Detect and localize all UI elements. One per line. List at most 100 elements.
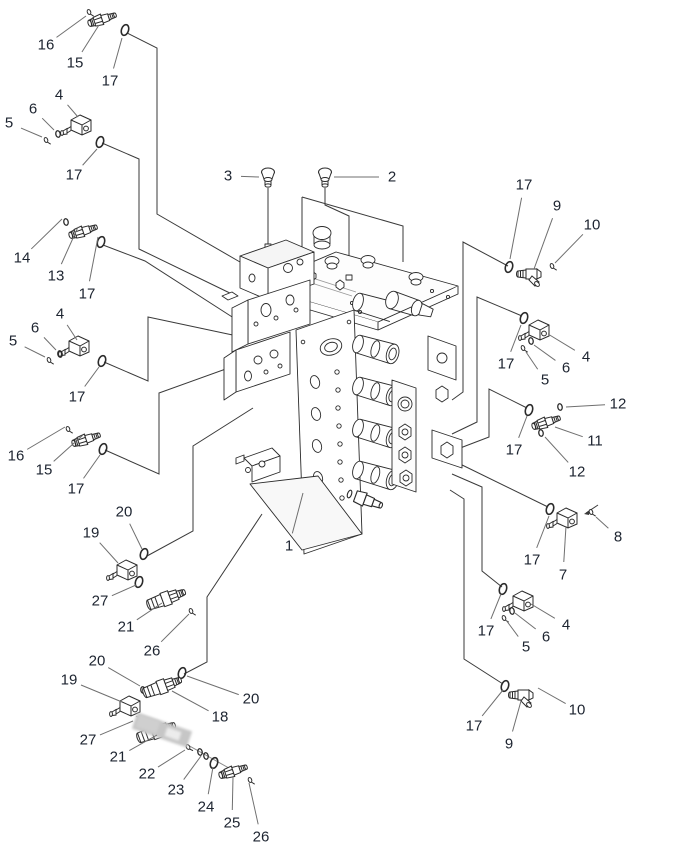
connector-line xyxy=(101,142,237,297)
callout-6: 6 xyxy=(562,360,570,377)
part-oring-l xyxy=(133,574,145,590)
leader-line xyxy=(537,687,566,705)
callout-13: 13 xyxy=(48,268,65,285)
callout-7: 7 xyxy=(559,567,567,584)
connector-line xyxy=(146,407,254,557)
leader-line xyxy=(107,667,141,687)
part-oring-s xyxy=(556,402,564,412)
callout-1: 1 xyxy=(285,538,293,555)
connector-line xyxy=(449,489,504,685)
callout-9: 9 xyxy=(505,736,513,753)
leader-line xyxy=(60,226,79,265)
connector-line xyxy=(301,196,404,262)
leader-line xyxy=(240,175,260,178)
leader-line xyxy=(160,613,190,643)
leader-line xyxy=(248,782,259,825)
connector-line xyxy=(126,32,241,263)
leader-line xyxy=(43,337,57,351)
leader-line xyxy=(56,15,87,38)
part-oring-l xyxy=(208,755,220,771)
part-screw xyxy=(188,607,197,618)
part-screw xyxy=(43,136,52,147)
leader-line xyxy=(30,218,63,250)
callout-21: 21 xyxy=(110,749,127,766)
callout-19: 19 xyxy=(61,672,78,689)
part-oring-l xyxy=(503,259,515,275)
leader-line xyxy=(490,593,502,620)
callout-5: 5 xyxy=(9,333,17,350)
leader-line xyxy=(563,525,567,563)
leader-line xyxy=(554,233,584,264)
leader-line xyxy=(80,684,123,703)
part-oring-s xyxy=(202,751,210,761)
leader-line xyxy=(525,351,539,370)
leader-line xyxy=(530,603,556,619)
part-screw xyxy=(247,776,256,787)
callout-17: 17 xyxy=(102,73,119,90)
valve-body-illustration xyxy=(221,226,463,555)
part-oring-l xyxy=(97,441,109,457)
part-oring-s xyxy=(54,129,62,139)
connector-line xyxy=(455,461,549,508)
callout-17: 17 xyxy=(498,356,515,373)
leader-line xyxy=(82,148,98,166)
valve-bottom xyxy=(235,447,384,551)
leader-line xyxy=(88,236,99,282)
part-elbow xyxy=(58,335,90,357)
callout-17: 17 xyxy=(524,552,541,569)
part-elbow9 xyxy=(508,689,534,709)
leader-line xyxy=(111,584,137,597)
valve-left-sections xyxy=(221,239,315,401)
leader-line xyxy=(113,37,123,69)
part-elbow xyxy=(60,114,92,136)
callout-5: 5 xyxy=(541,372,549,389)
part-straight xyxy=(529,412,563,433)
leader-line xyxy=(505,619,519,637)
leader-line xyxy=(536,515,550,549)
callout-16: 16 xyxy=(38,37,55,54)
callout-17: 17 xyxy=(466,718,483,735)
part-oring-l xyxy=(544,501,556,517)
callout-17: 17 xyxy=(68,481,85,498)
callout-18: 18 xyxy=(212,709,229,726)
part-oring-l xyxy=(523,402,535,418)
leader-line xyxy=(186,675,239,696)
leader-line xyxy=(129,523,143,550)
part-straight xyxy=(69,429,103,450)
callout-15: 15 xyxy=(67,55,84,72)
callout-16: 16 xyxy=(8,448,25,465)
leader-line xyxy=(291,492,304,534)
callout-12: 12 xyxy=(569,464,586,481)
leader-line xyxy=(83,454,101,479)
callout-20: 20 xyxy=(243,691,260,708)
part-elbow xyxy=(546,507,578,529)
callout-4: 4 xyxy=(56,306,64,323)
callout-12: 12 xyxy=(610,396,627,413)
callout-14: 14 xyxy=(14,250,31,267)
leader-line xyxy=(554,426,583,438)
callout-17: 17 xyxy=(69,389,86,406)
leader-line xyxy=(129,734,158,752)
leader-line xyxy=(565,404,606,408)
part-plug xyxy=(261,167,275,188)
leader-line xyxy=(547,333,576,351)
callout-17: 17 xyxy=(478,623,495,640)
leader-line xyxy=(510,324,522,353)
callout-22: 22 xyxy=(139,766,156,783)
leader-line xyxy=(183,755,202,780)
valve-right-rail xyxy=(391,335,463,493)
part-oring-l xyxy=(176,665,188,681)
part-oring-s xyxy=(527,336,535,346)
callout-20: 20 xyxy=(116,504,133,521)
connector-line xyxy=(183,513,263,675)
callout-15: 15 xyxy=(36,462,53,479)
leader-line xyxy=(512,700,522,732)
callout-19: 19 xyxy=(83,525,100,542)
part-plug xyxy=(318,167,332,188)
part-oring-l xyxy=(138,546,150,562)
part-straight xyxy=(66,221,100,242)
callout-20: 20 xyxy=(89,653,106,670)
